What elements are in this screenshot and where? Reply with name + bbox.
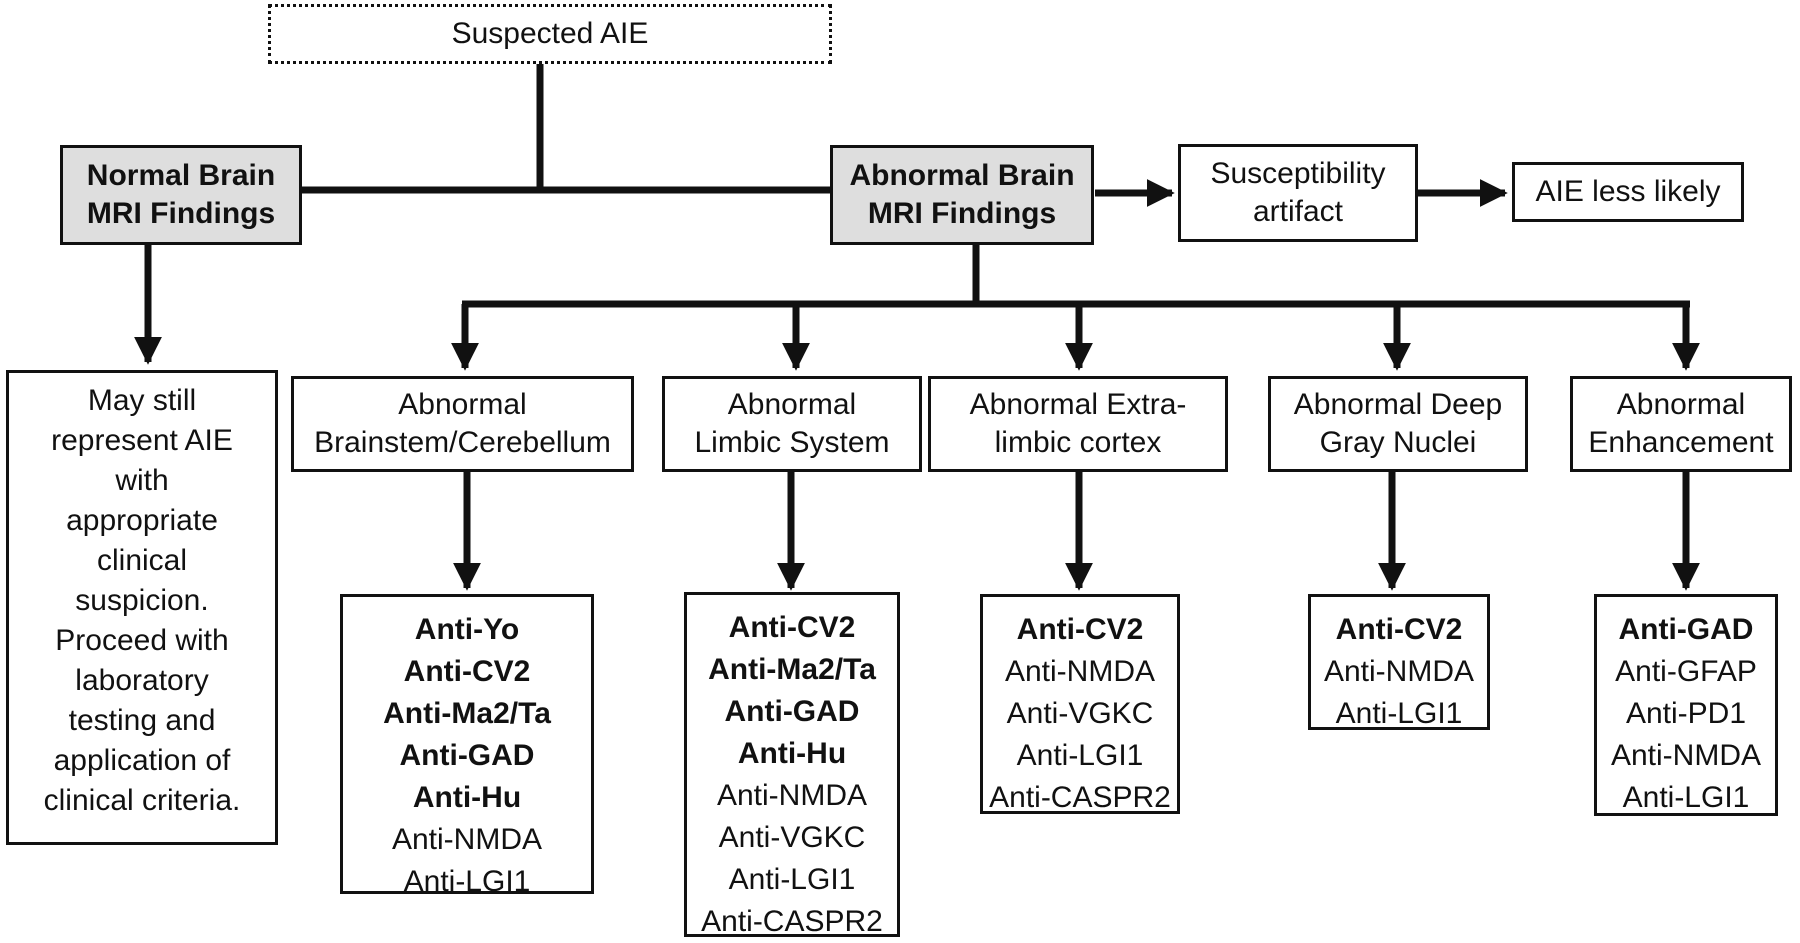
category-line1: Abnormal Extra-	[969, 388, 1187, 421]
antibody-item: Anti-GAD	[1618, 613, 1754, 646]
category-line1: Abnormal	[1616, 388, 1746, 421]
suspected-aie-label: Suspected AIE	[451, 17, 649, 50]
note-line: suspicion.	[75, 584, 209, 617]
antibody-item: Anti-Ma2/Ta	[383, 697, 551, 730]
category-line2: Enhancement	[1588, 426, 1774, 459]
antibody-item: Anti-CV2	[403, 655, 531, 688]
antibody-item: Anti-CV2	[1335, 613, 1463, 646]
aie-less-likely-label: AIE less likely	[1535, 175, 1721, 208]
category-line1: Abnormal Deep	[1293, 388, 1503, 421]
note-line: clinical	[96, 544, 188, 577]
antibody-item: Anti-CASPR2	[989, 781, 1171, 814]
note-line: appropriate	[66, 504, 218, 537]
antibody-list-limbic: Anti-CV2 Anti-Ma2/Ta Anti-GAD Anti-Hu An…	[684, 592, 900, 938]
category-brainstem-box: Abnormal Brainstem/Cerebellum	[291, 376, 634, 472]
category-deep-gray-box: Abnormal Deep Gray Nuclei	[1268, 376, 1528, 472]
abnormal-mri-line1: Abnormal Brain	[849, 159, 1075, 192]
susceptibility-line1: Susceptibility	[1210, 157, 1386, 190]
antibody-list-deep-gray: Anti-CV2 Anti-NMDA Anti-LGI1	[1308, 594, 1490, 730]
category-enhancement-box: Abnormal Enhancement	[1570, 376, 1792, 472]
normal-mri-box: Normal Brain MRI Findings	[60, 145, 302, 245]
normal-note-box: May still represent AIE with appropriate…	[6, 370, 278, 845]
antibody-item: Anti-LGI1	[1622, 781, 1750, 814]
suspected-aie-box: Suspected AIE	[268, 4, 832, 64]
susceptibility-artifact-box: Susceptibility artifact	[1178, 144, 1418, 242]
category-limbic-box: Abnormal Limbic System	[662, 376, 922, 472]
antibody-item: Anti-VGKC	[1006, 697, 1154, 730]
aie-less-likely-box: AIE less likely	[1512, 162, 1744, 222]
abnormal-mri-line2: MRI Findings	[867, 197, 1057, 230]
antibody-item: Anti-PD1	[1625, 697, 1747, 730]
antibody-item: Anti-CV2	[728, 611, 856, 644]
antibody-item: Anti-Hu	[737, 737, 847, 770]
antibody-item: Anti-Yo	[414, 613, 520, 646]
antibody-item: Anti-GAD	[399, 739, 535, 772]
antibody-item: Anti-LGI1	[1335, 697, 1463, 730]
category-line2: limbic cortex	[994, 426, 1162, 459]
antibody-list-enhancement: Anti-GAD Anti-GFAP Anti-PD1 Anti-NMDA An…	[1594, 594, 1778, 816]
note-line: Proceed with	[55, 624, 229, 657]
category-line1: Abnormal	[727, 388, 857, 421]
antibody-item: Anti-NMDA	[391, 823, 542, 856]
antibody-item: Anti-NMDA	[1323, 655, 1474, 688]
note-line: testing and	[68, 704, 216, 737]
antibody-item: Anti-CV2	[1016, 613, 1144, 646]
antibody-item: Anti-NMDA	[716, 779, 867, 812]
abnormal-mri-box: Abnormal Brain MRI Findings	[830, 145, 1094, 245]
antibody-item: Anti-LGI1	[403, 865, 531, 898]
antibody-item: Anti-NMDA	[1610, 739, 1761, 772]
antibody-item: Anti-GFAP	[1615, 655, 1757, 688]
antibody-list-extralimbic: Anti-CV2 Anti-NMDA Anti-VGKC Anti-LGI1 A…	[980, 594, 1180, 814]
note-line: application of	[53, 744, 231, 777]
antibody-list-brainstem: Anti-Yo Anti-CV2 Anti-Ma2/Ta Anti-GAD An…	[340, 594, 594, 898]
antibody-item: Anti-LGI1	[1016, 739, 1144, 772]
antibody-item: Anti-GAD	[724, 695, 860, 728]
normal-mri-line1: Normal Brain	[86, 159, 276, 192]
category-extralimbic-box: Abnormal Extra- limbic cortex	[928, 376, 1228, 472]
antibody-item: Anti-Ma2/Ta	[708, 653, 876, 686]
antibody-item: Anti-VGKC	[718, 821, 866, 854]
category-line2: Brainstem/Cerebellum	[314, 426, 611, 459]
antibody-item: Anti-Hu	[412, 781, 522, 814]
category-line1: Abnormal	[398, 388, 527, 421]
category-line2: Limbic System	[694, 426, 890, 459]
note-line: with	[115, 464, 169, 497]
note-line: May still	[87, 384, 197, 417]
note-line: laboratory	[75, 664, 209, 697]
antibody-item: Anti-LGI1	[728, 863, 856, 896]
note-line: clinical criteria.	[43, 784, 241, 817]
note-line: represent AIE	[51, 424, 233, 457]
susceptibility-line2: artifact	[1252, 195, 1344, 228]
normal-mri-line2: MRI Findings	[86, 197, 276, 230]
antibody-item: Anti-NMDA	[1004, 655, 1155, 688]
antibody-item: Anti-CASPR2	[701, 905, 883, 938]
category-line2: Gray Nuclei	[1319, 426, 1477, 459]
